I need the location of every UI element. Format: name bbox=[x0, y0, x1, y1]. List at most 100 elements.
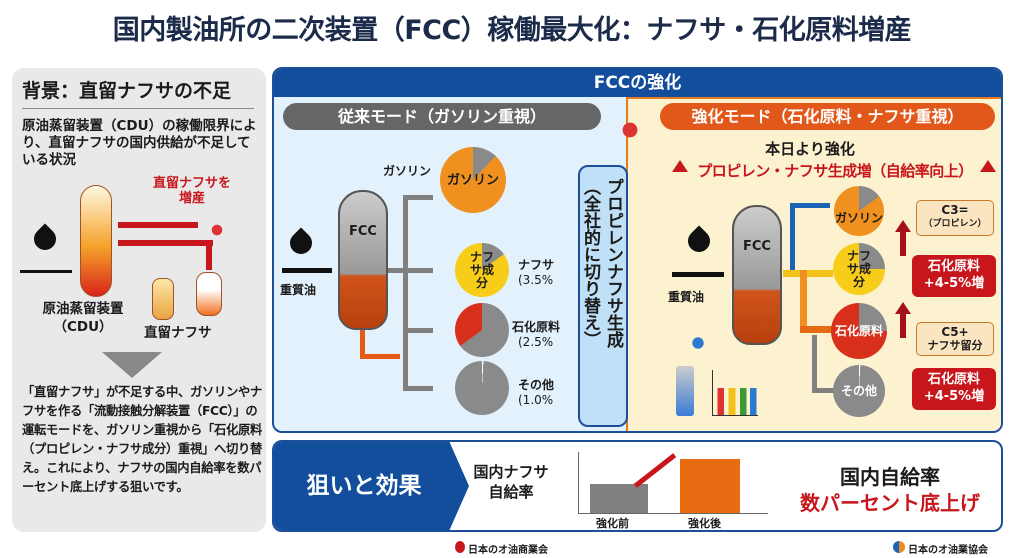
background-summary: 原油蒸留装置（CDU）の稼働限界により、直留ナフサの国内供給が不足している状況 bbox=[22, 118, 257, 168]
feed-arrow-icon bbox=[282, 268, 332, 273]
switch-title: プロピレンナフサ生成 bbox=[603, 178, 623, 348]
pie-label: その他 bbox=[840, 383, 877, 398]
org1-name: 日本のオ油商業会 bbox=[468, 545, 548, 556]
result-line2: 数パーセント底上げ bbox=[800, 491, 980, 515]
naphtha-pie: ナフサ成分 bbox=[833, 243, 885, 295]
petrochem-pie bbox=[455, 303, 509, 357]
fcc-reactor-icon: FCC bbox=[338, 190, 388, 330]
callout-title: C3= bbox=[941, 203, 969, 217]
up-arrow-icon bbox=[895, 220, 911, 232]
result-line1: 国内自給率 bbox=[840, 465, 940, 489]
blue-pipe bbox=[790, 203, 795, 273]
start-label: 本日より強化 bbox=[765, 140, 855, 158]
orange-pipe bbox=[800, 270, 807, 330]
effect-heading: 狙いと効果 bbox=[306, 473, 422, 499]
pie-label: ガソリン bbox=[446, 172, 499, 188]
naphtha-label: 直留ナフサ bbox=[144, 325, 212, 341]
pipe bbox=[403, 268, 433, 273]
distillation-column-icon bbox=[80, 185, 112, 297]
yellow-pipe bbox=[783, 270, 833, 277]
red-down-arrow-icon bbox=[206, 240, 212, 270]
fcc-reactor-icon: FCC bbox=[732, 205, 782, 345]
enhanced-mode-label: 強化モード（石化原料・ナフサ重視） bbox=[660, 103, 995, 130]
org2-name: 日本のオ油業協会 bbox=[908, 545, 988, 556]
mode-switch-box bbox=[578, 165, 628, 427]
heater-flame-icon bbox=[196, 272, 222, 316]
up-arrow-icon bbox=[895, 302, 911, 314]
petrochem-pie: 石化原料 bbox=[831, 303, 887, 359]
feed-arrow-icon bbox=[20, 270, 72, 273]
increase-badge: 石化原料 +4-5%増 bbox=[912, 368, 996, 410]
fuel-tank-icon bbox=[676, 366, 694, 416]
callout-title: C5+ bbox=[941, 325, 969, 339]
molecule-icon bbox=[612, 112, 648, 148]
badge-line1: 石化原料 bbox=[927, 259, 980, 274]
callout-sub: ナフサ留分 bbox=[927, 339, 983, 352]
org2-logo-icon bbox=[893, 541, 905, 553]
badge-line2: +4-5%増 bbox=[923, 276, 985, 291]
enhanced-headline: プロピレン・ナフサ生成増（自給率向上） bbox=[697, 162, 973, 180]
orange-pipe bbox=[360, 330, 365, 358]
badge-line2: +4-5%増 bbox=[923, 389, 985, 404]
pipe bbox=[403, 195, 408, 391]
pipe bbox=[812, 335, 817, 391]
up-arrow-icon bbox=[672, 160, 688, 172]
naphtha-output: ナフサ(3.5% bbox=[518, 258, 554, 288]
pipe bbox=[812, 388, 834, 393]
output-value: (2.5% bbox=[518, 335, 554, 349]
pie-label: ガソリン bbox=[834, 210, 883, 225]
red-return-arrow-icon bbox=[118, 240, 213, 246]
page-title: 国内製油所の二次装置（FCC）稼働最大化：ナフサ・石化原料増産 bbox=[112, 15, 912, 46]
divider bbox=[22, 108, 254, 109]
bar-after bbox=[680, 458, 740, 513]
pipe bbox=[403, 386, 433, 391]
gasoline-pie: ガソリン bbox=[440, 147, 506, 213]
chart-axis bbox=[578, 513, 768, 514]
c3-callout: C3= （プロピレン） bbox=[916, 200, 994, 236]
molecule-icon bbox=[205, 218, 229, 242]
pie-label: 石化原料 bbox=[834, 323, 883, 338]
up-arrow-shaft bbox=[900, 314, 906, 338]
fcc-header: FCCの強化 bbox=[274, 69, 1001, 97]
naphtha-pie: ナフサ成分 bbox=[455, 243, 509, 297]
up-arrow-icon bbox=[980, 160, 996, 172]
c5-callout: C5+ナフサ留分 bbox=[916, 322, 994, 356]
switch-note: （全社的に切り替え） bbox=[580, 178, 600, 348]
petrochem-output: 石化原料(2.5% bbox=[512, 320, 560, 350]
up-arrow-shaft bbox=[900, 232, 906, 256]
effect-panel: 狙いと効果 bbox=[272, 440, 1003, 532]
output-value: (3.5% bbox=[518, 273, 554, 287]
feed-label: 重質油 bbox=[668, 290, 705, 304]
callout-sub: （プロピレン） bbox=[923, 219, 987, 229]
increase-badge: 石化原料 +4-5%増 bbox=[912, 255, 996, 297]
background-description: 「直留ナフサ」が不足する中、ガソリンやナフサを作る「流動接触分解装置（FCC）」… bbox=[22, 385, 262, 494]
feed-label: 重質油 bbox=[280, 283, 317, 297]
output-name: 石化原料 bbox=[512, 320, 561, 334]
pipe bbox=[388, 268, 408, 273]
gasoline-pie: ガソリン bbox=[834, 186, 884, 236]
effect-metric: 国内ナフサ自給率 bbox=[473, 463, 549, 501]
pipe bbox=[403, 328, 433, 333]
growth-chart-icon bbox=[712, 370, 758, 416]
other-pie: その他 bbox=[833, 365, 885, 417]
badge-line1: 石化原料 bbox=[927, 372, 980, 387]
bar-label: 強化後 bbox=[688, 517, 721, 530]
cdu-label: 原油蒸留装置（CDU） bbox=[42, 301, 124, 335]
output-name: その他 bbox=[518, 378, 555, 392]
blue-pipe bbox=[790, 203, 830, 208]
down-triangle-icon bbox=[102, 352, 162, 378]
reactor-label: FCC bbox=[743, 239, 771, 254]
other-pie bbox=[455, 361, 509, 415]
other-output: その他(1.0% bbox=[518, 378, 554, 408]
bar-before bbox=[590, 484, 648, 513]
feed-arrow-icon bbox=[672, 272, 724, 277]
conventional-mode-label: 従来モード（ガソリン重視） bbox=[283, 103, 601, 130]
output-name: ナフサ bbox=[518, 258, 555, 272]
pie-label: ナフサ成分 bbox=[846, 248, 871, 289]
orange-pipe bbox=[360, 354, 400, 359]
output-value: (1.0% bbox=[518, 393, 554, 407]
increase-label: 直留ナフサを増産 bbox=[152, 176, 231, 206]
chart-axis bbox=[578, 452, 579, 514]
pipe bbox=[403, 195, 433, 200]
orange-pipe bbox=[800, 326, 832, 333]
